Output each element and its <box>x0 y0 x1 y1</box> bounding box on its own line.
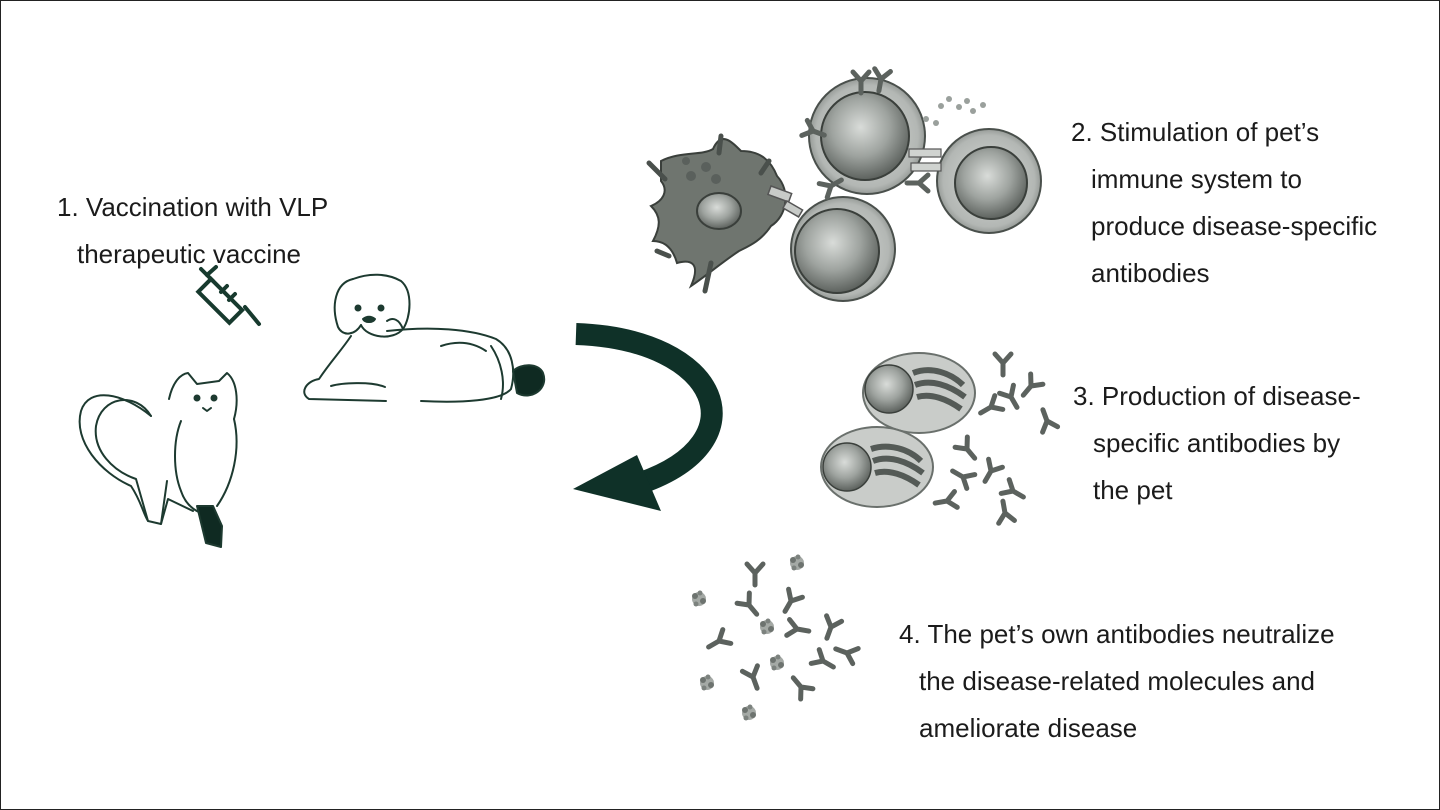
step-4-text: 4. The pet’s own antibodies neutralize t… <box>899 611 1335 752</box>
step-4-line-1: 4. The pet’s own antibodies neutralize <box>899 619 1335 649</box>
syringe-icon <box>195 265 261 326</box>
step-1-text: 1. Vaccination with VLP therapeutic vacc… <box>57 184 328 278</box>
step-3-text: 3. Production of disease- specific antib… <box>1073 373 1361 514</box>
dog-icon <box>303 273 546 403</box>
cat-icon <box>78 372 238 548</box>
step-2-text: 2. Stimulation of pet’s immune system to… <box>1071 109 1377 297</box>
step-3-line-3: the pet <box>1093 475 1173 505</box>
antigen-icon <box>692 554 858 721</box>
step-1-line-1: 1. Vaccination with VLP <box>57 192 329 222</box>
immune-cells-icon <box>646 69 1042 302</box>
step-2-line-1: 2. Stimulation of pet’s <box>1071 117 1320 147</box>
plasma-cell-icon <box>820 352 976 508</box>
cycle-arrow-icon <box>573 323 723 511</box>
step-4-line-2: the disease-related molecules and <box>919 666 1316 696</box>
step-4-line-3: ameliorate disease <box>919 713 1138 743</box>
step-2-line-3: produce disease-specific <box>1091 211 1378 241</box>
step-2-line-2: immune system to <box>1091 164 1302 194</box>
step-2-line-4: antibodies <box>1091 258 1210 288</box>
step-1-line-2: therapeutic vaccine <box>77 239 302 269</box>
step-3-line-1: 3. Production of disease- <box>1073 381 1361 411</box>
step-3-line-2: specific antibodies by <box>1093 428 1341 458</box>
